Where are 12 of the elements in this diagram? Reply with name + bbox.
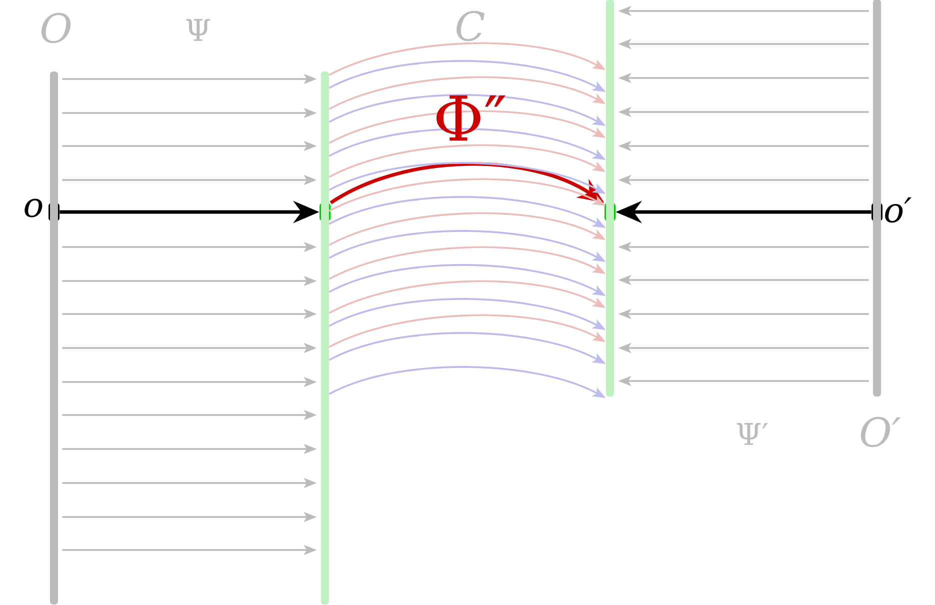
point-label: o [24, 198, 42, 218]
vertical-bar [873, 0, 881, 396]
point-label: o′ [885, 197, 912, 223]
symbol-label: Ψ [186, 19, 210, 41]
symbol-label: C [456, 10, 485, 42]
symbol-label: O [41, 12, 71, 44]
edge-label: Φ″ [436, 95, 506, 141]
vertical-bar [50, 72, 58, 604]
vertical-bar [606, 0, 614, 396]
symbol-label: Ψ′ [736, 423, 768, 445]
vertical-bar [321, 72, 329, 604]
symbol-label: O′ [860, 416, 901, 448]
